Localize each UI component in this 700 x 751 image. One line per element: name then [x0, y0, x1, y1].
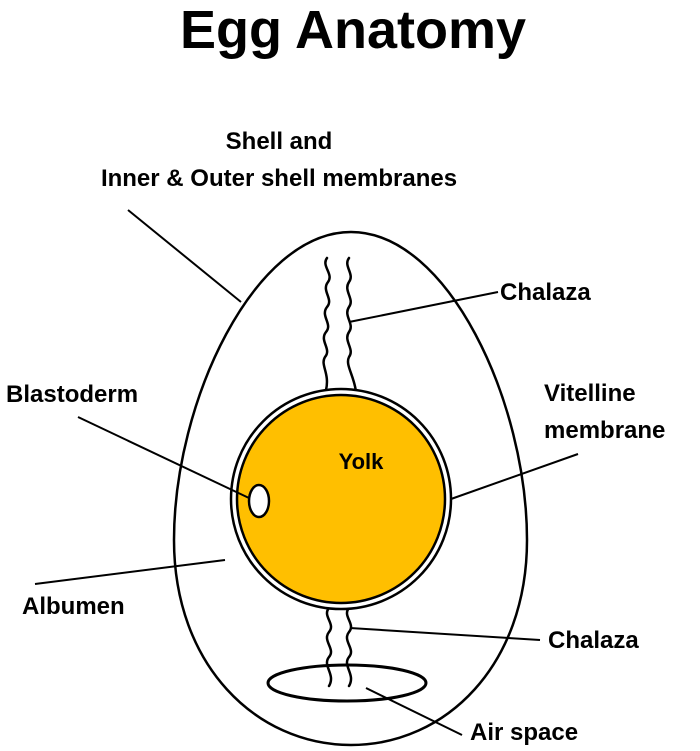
diagram-title: Egg Anatomy — [180, 0, 526, 60]
egg-shell-outline — [172, 230, 529, 747]
albumen-leader-line — [34, 559, 226, 585]
label-shell-line1: Shell and — [226, 128, 333, 155]
label-vitelline-line2: membrane — [544, 417, 665, 444]
blastoderm — [247, 483, 271, 519]
lower-chalaza-strand-left — [325, 606, 333, 688]
label-air-space: Air space — [470, 719, 578, 746]
upper-chalaza-strand-right — [346, 256, 358, 394]
upper-chalaza-strand-left — [322, 256, 331, 392]
vitelline-leader-line — [450, 453, 579, 500]
label-chalaza-top: Chalaza — [500, 279, 591, 306]
label-shell-line2: Inner & Outer shell membranes — [101, 165, 457, 192]
shell-leader-line — [127, 209, 242, 303]
label-albumen: Albumen — [22, 593, 125, 620]
label-vitelline-line1: Vitelline — [544, 380, 636, 407]
yolk — [235, 393, 447, 605]
air-space — [266, 663, 428, 703]
label-yolk: Yolk — [339, 449, 385, 474]
chalaza-top-leader-line — [348, 291, 499, 323]
lower-chalaza-strand-right — [345, 606, 353, 688]
air-space-leader-line — [365, 687, 463, 736]
label-chalaza-bottom: Chalaza — [548, 627, 639, 654]
label-blastoderm: Blastoderm — [6, 381, 138, 408]
blastoderm-leader-line — [77, 416, 250, 499]
chalaza-bottom-leader-line — [349, 627, 541, 641]
